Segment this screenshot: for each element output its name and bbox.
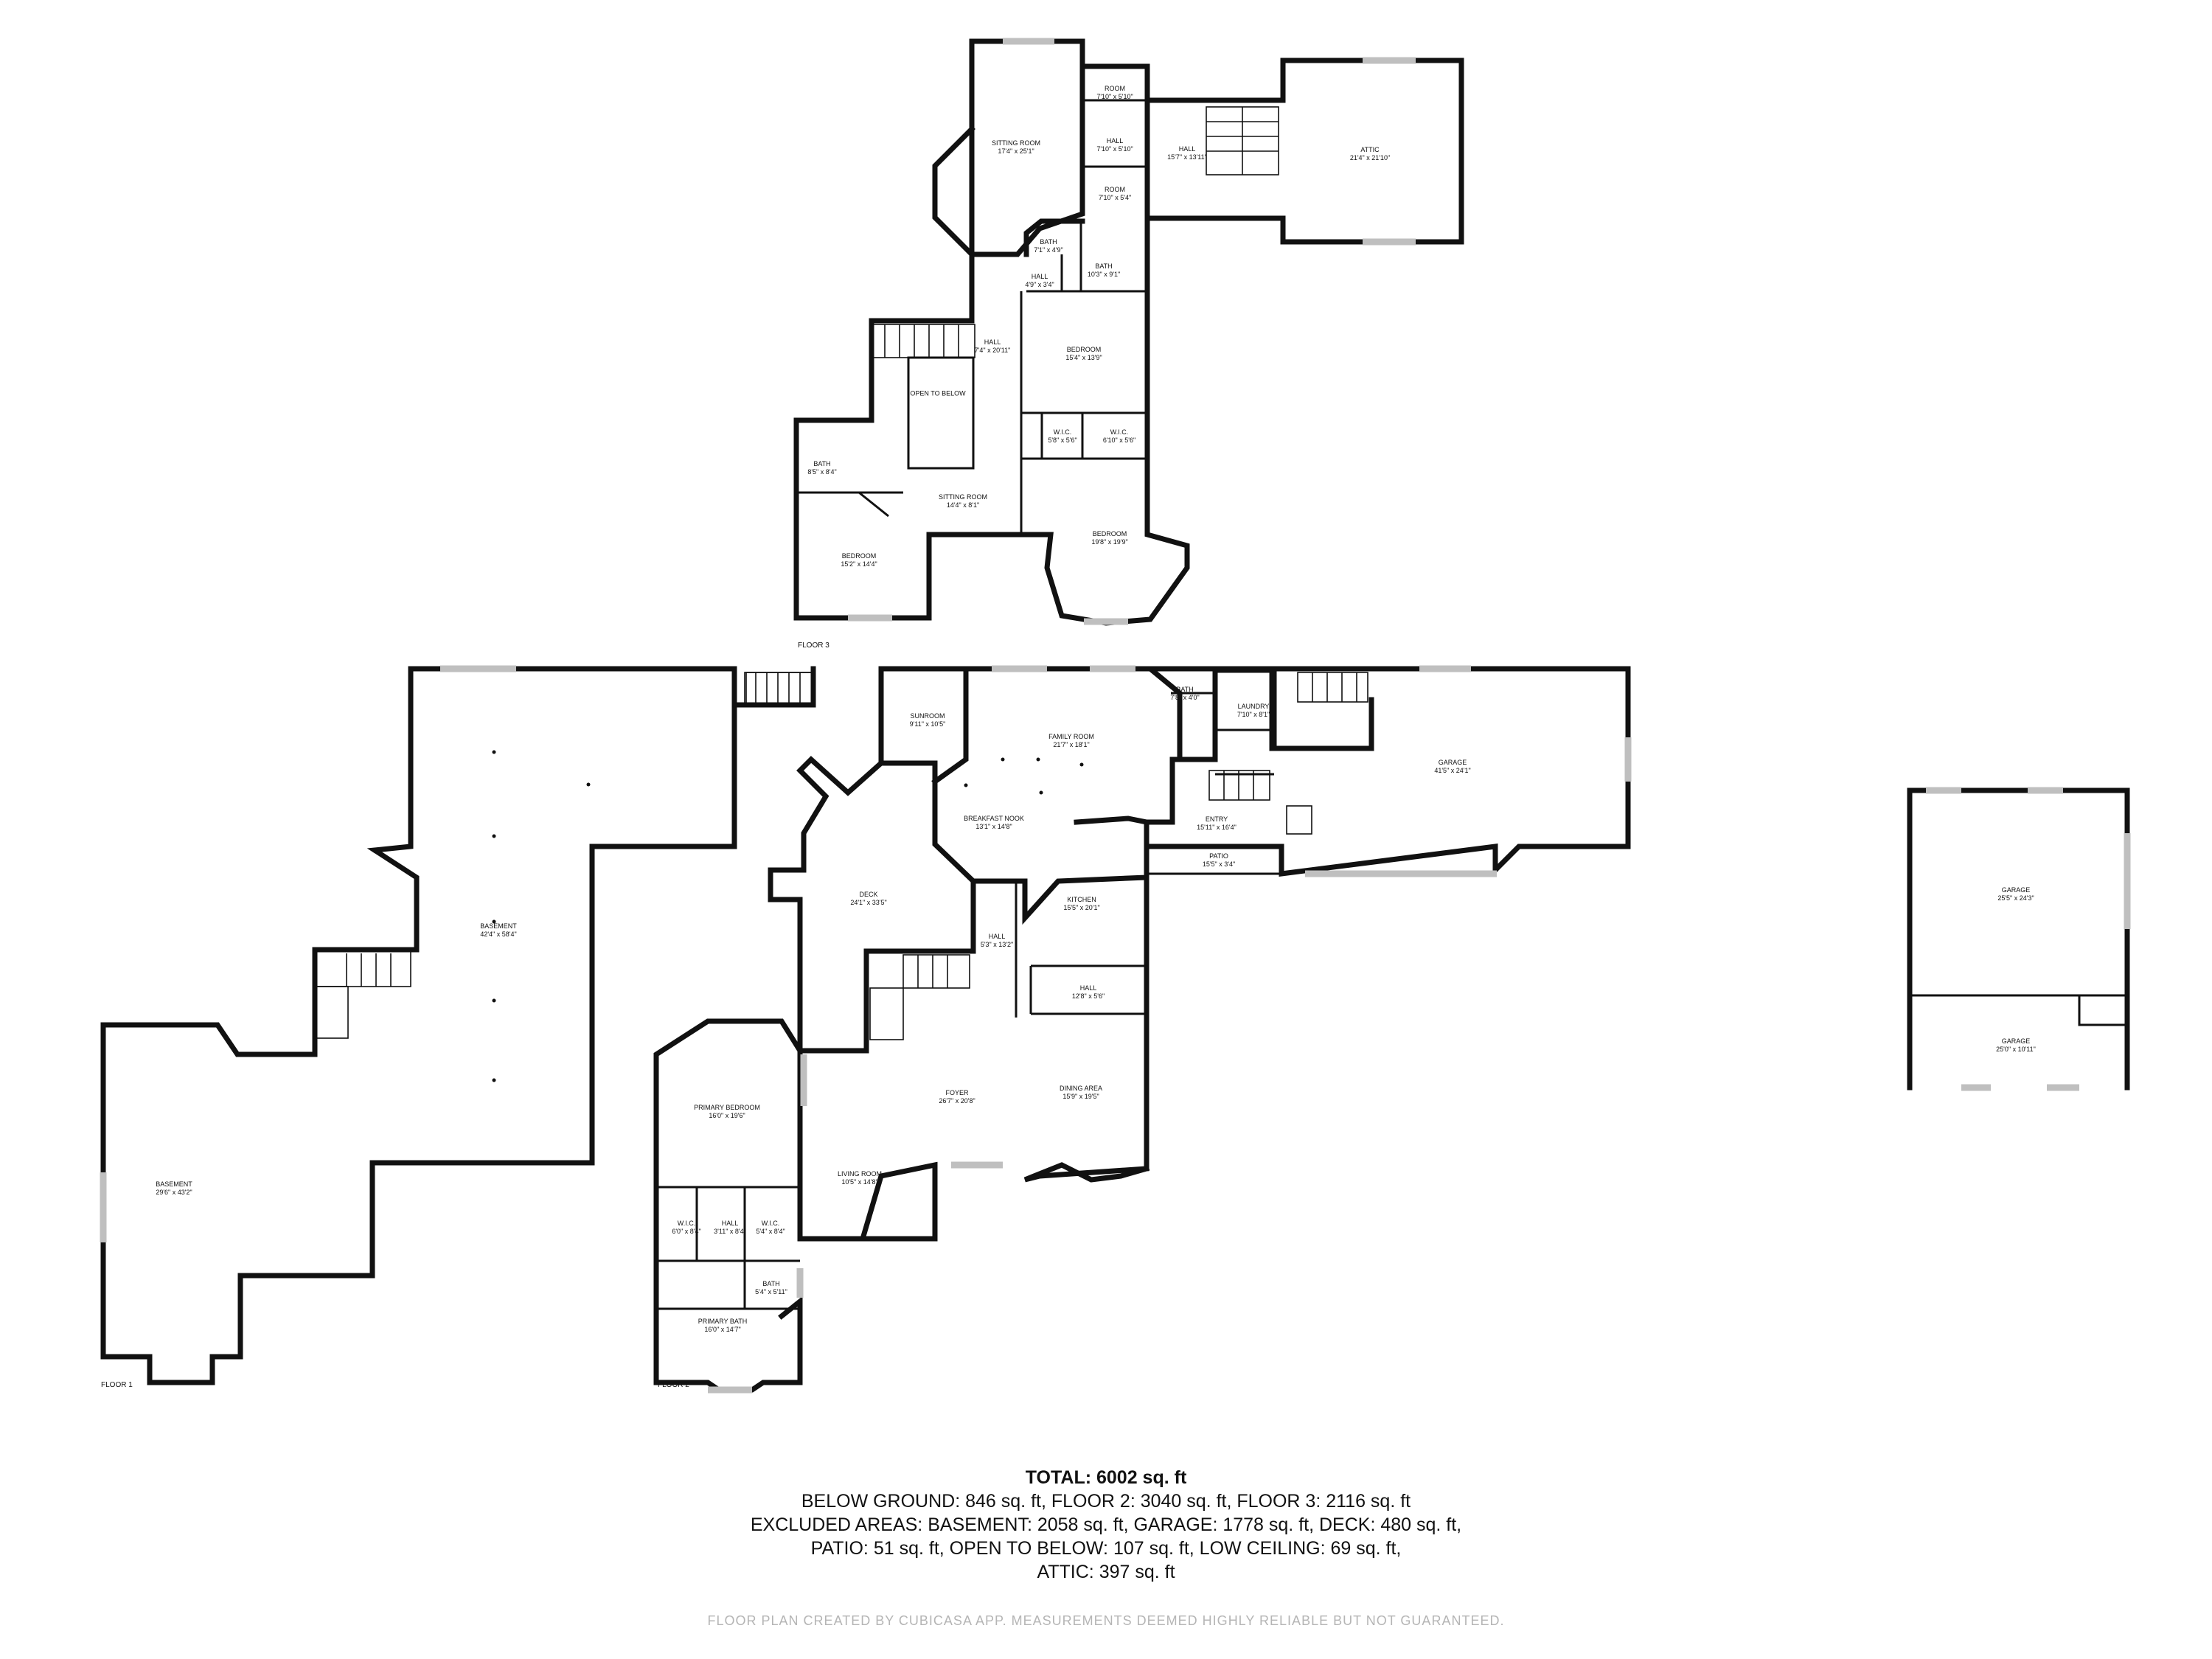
detached-garage-walls [1907,787,2130,1091]
area-line-1: BELOW GROUND: 846 sq. ft, FLOOR 2: 3040 … [801,1491,1411,1512]
room-label: W.I.C.6'10" x 5'6" [1102,428,1136,444]
disclaimer-footer: FLOOR PLAN CREATED BY CUBICASA APP. MEAS… [707,1613,1505,1628]
floor-3-label: FLOOR 3 [798,641,830,650]
total-area: TOTAL: 6002 sq. ft [1025,1467,1187,1488]
floor-1-windows [100,665,516,1242]
floor-2-stairs [745,672,1368,1040]
floor-3-stairs [871,106,1279,358]
area-line-2: EXCLUDED AREAS: BASEMENT: 2058 sq. ft, G… [750,1514,1462,1535]
area-line-3: PATIO: 51 sq. ft, OPEN TO BELOW: 107 sq.… [810,1538,1402,1559]
room-label: W.I.C.6'0" x 8'4" [672,1220,701,1235]
floor-2-walls [653,666,1631,1393]
room-label: W.I.C.5'8" x 5'6" [1048,428,1077,444]
room-label: W.I.C.5'4" x 8'4" [756,1220,785,1235]
floor-2-windows [708,665,1632,1394]
floor-2-label: FLOOR 2 [658,1381,689,1389]
floor-2-markers [964,757,1084,795]
floor-1-markers [492,750,591,1082]
floor-1-label: FLOOR 1 [101,1381,133,1389]
floor-3-windows [848,38,1416,625]
floor-1-stairs [314,672,815,1039]
room-label: OPEN TO BELOW [910,389,966,397]
area-summary: TOTAL: 6002 sq. ft BELOW GROUND: 846 sq.… [0,1466,2212,1584]
floor-3-walls [793,38,1464,626]
floor-1-walls [100,666,816,1385]
detached-garage-windows [1926,787,2131,1091]
area-line-4: ATTIC: 397 sq. ft [1037,1562,1175,1582]
